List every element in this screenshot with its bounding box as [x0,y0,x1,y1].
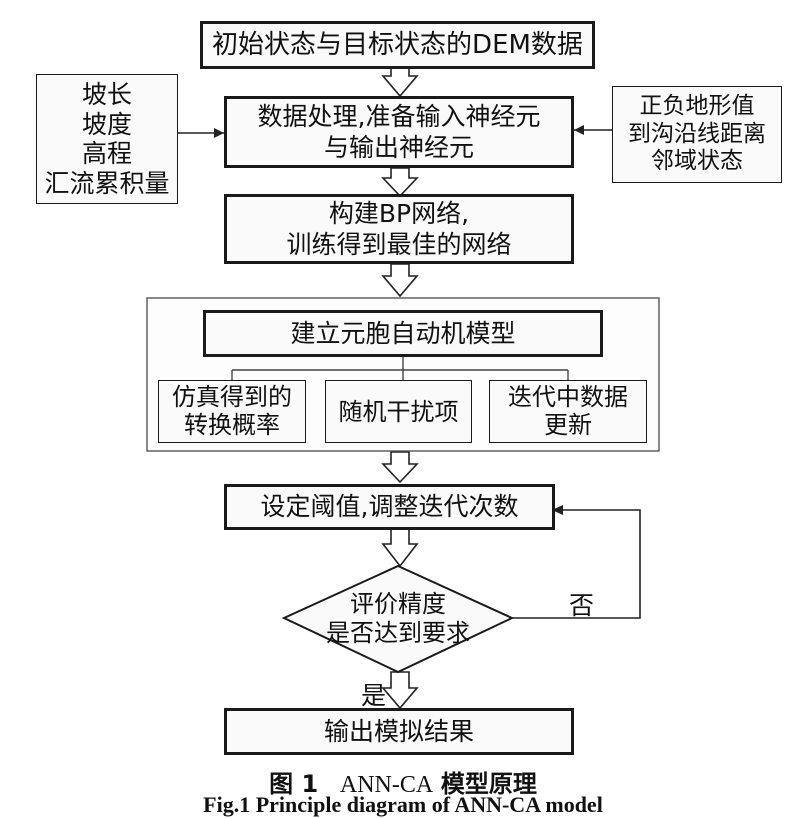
left-inputs-box: 坡长 坡度 高程 汇流累积量 [36,74,178,204]
decision-line1: 评价精度 [350,590,446,619]
label-no: 否 [569,591,595,620]
figure-caption-en: Fig.1 Principle diagram of ANN-CA model [0,792,806,818]
feedback-loop-line [512,509,641,619]
left-input-slope: 坡度 [81,109,132,139]
step-threshold-label: 设定阈值,调整迭代次数 [260,492,519,522]
ca-sub-probability-line2: 转换概率 [184,410,280,439]
step-build-bp-line1: 构建BP网络, [328,198,470,228]
decision-line2: 是否达到要求 [326,619,470,647]
hollow-arrow-5 [381,527,419,568]
right-input-arrowhead [574,125,584,135]
right-input-neighborhood: 邻域状态 [651,148,743,175]
right-input-gully-distance: 到沟沿线距离 [628,120,766,147]
ca-sub-random-box: 随机干扰项 [325,380,472,443]
hollow-arrow-4 [381,451,419,484]
left-input-arrowhead [214,128,224,138]
label-yes: 是 [361,681,387,710]
left-input-elevation: 高程 [81,139,132,168]
ca-sub-update-line2: 更新 [544,410,592,439]
right-inputs-box: 正负地形值 到沟沿线距离 邻域状态 [612,86,782,183]
hollow-arrow-1 [381,67,419,98]
caption-cn-suffix: 模型原理 [440,770,537,798]
step-data-processing-box: 数据处理,准备输入神经元 与输出神经元 [224,96,574,168]
step-dem-data-box: 初始状态与目标状态的DEM数据 [200,21,595,69]
decision-diamond [281,564,515,674]
decision-text: 评价精度 是否达到要求 [304,588,492,650]
step-data-processing-line1: 数据处理,准备输入神经元 [257,101,541,131]
caption-fig-prefix: 图 1 [269,770,319,798]
step-dem-data-label: 初始状态与目标状态的DEM数据 [212,29,583,60]
ca-sub-update-line1: 迭代中数据 [508,382,628,411]
ca-model-title-label: 建立元胞自动机模型 [290,318,516,348]
ca-sub-probability-box: 仿真得到的 转换概率 [158,380,306,443]
ca-sub-update-box: 迭代中数据 更新 [489,380,647,443]
step-data-processing-line2: 与输出神经元 [323,133,474,162]
step-build-bp-line2: 训练得到最佳的网络 [286,230,512,259]
step-threshold-box: 设定阈值,调整迭代次数 [224,484,555,530]
ca-model-title-box: 建立元胞自动机模型 [203,310,603,357]
caption-model-name: ANN-CA [339,772,434,798]
left-input-flow-accumulation: 汇流累积量 [44,168,170,198]
feedback-loop-arrowhead [552,505,563,515]
hollow-arrow-3 [381,263,419,298]
step-build-bp-box: 构建BP网络, 训练得到最佳的网络 [224,194,574,264]
step-output-box: 输出模拟结果 [224,708,574,755]
figure-caption-cn: 图 1 ANN-CA 模型原理 [0,764,806,799]
step-output-label: 输出模拟结果 [323,716,474,746]
caption-en-text: Fig.1 Principle diagram of ANN-CA model [203,792,603,817]
left-input-slope-length: 坡长 [81,80,132,109]
hollow-arrow-2 [381,167,419,198]
ca-sub-probability-line1: 仿真得到的 [172,382,292,411]
right-input-terrain: 正负地形值 [639,93,755,120]
hollow-arrow-6 [381,671,419,710]
ca-sub-random-label: 随机干扰项 [338,397,459,426]
